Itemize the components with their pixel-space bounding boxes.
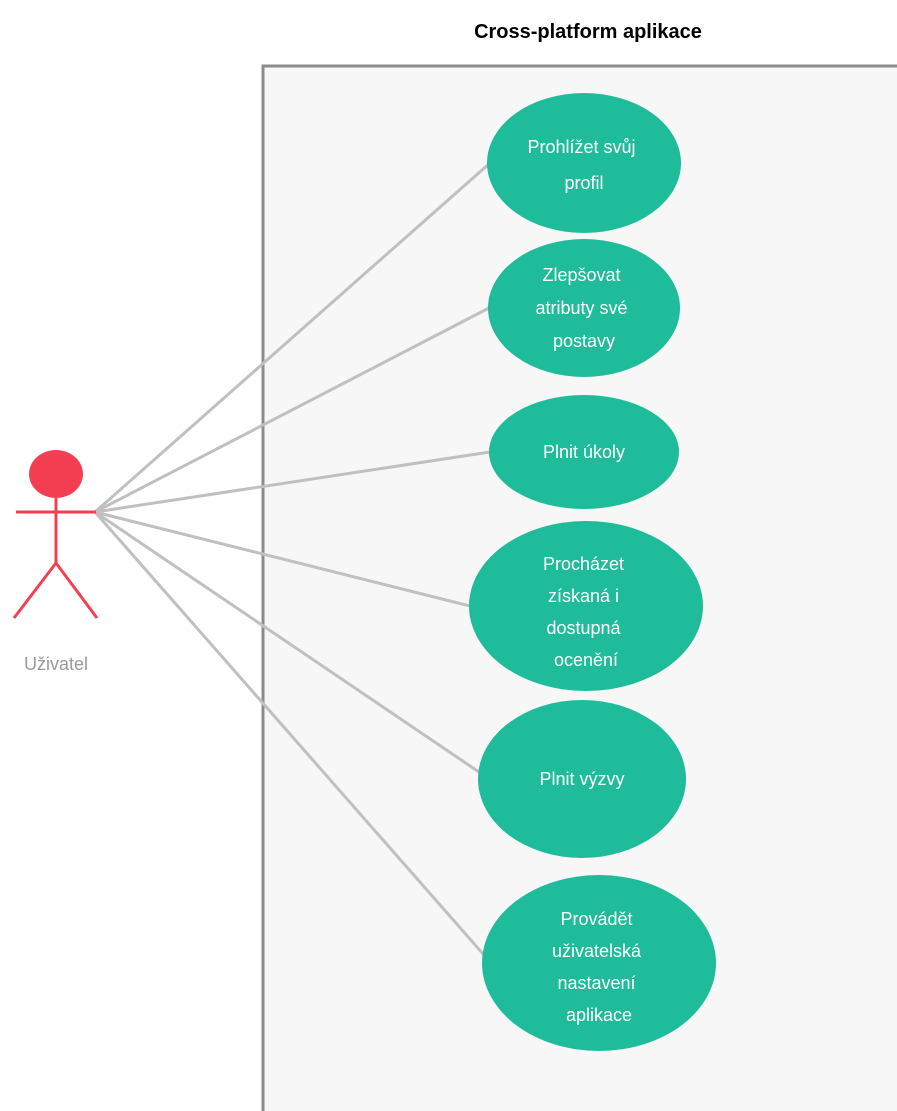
use-case-complete-tasks[interactable]: Plnit úkoly bbox=[489, 395, 679, 509]
use-case-label-line: Procházet bbox=[543, 554, 624, 574]
use-case-label-line: aplikace bbox=[566, 1005, 632, 1025]
stick-figure-actor-icon bbox=[12, 450, 99, 619]
actor-right-leg bbox=[54, 562, 99, 619]
system-title: Cross-platform aplikace bbox=[474, 21, 702, 43]
association-line bbox=[94, 450, 491, 514]
use-case-browse-awards[interactable]: Procházet získaná i dostupná ocenění bbox=[469, 521, 703, 691]
use-case-improve-attributes[interactable]: Zlepšovat atributy své postavy bbox=[488, 239, 680, 377]
use-case-label-line: uživatelská bbox=[552, 941, 642, 961]
use-case-label-line: Prohlížet svůj bbox=[527, 137, 635, 157]
use-case-label-line: nastavení bbox=[557, 973, 635, 993]
association-line bbox=[94, 161, 491, 514]
association-line bbox=[93, 511, 486, 956]
use-case-label: Prohlížet svůj profil bbox=[527, 137, 640, 193]
actor-left-leg bbox=[12, 562, 58, 619]
use-case-label: Plnit výzvy bbox=[539, 769, 624, 789]
use-case-label: Procházet získaná i dostupná ocenění bbox=[543, 554, 629, 670]
use-case-label-line: dostupná bbox=[546, 618, 621, 638]
use-case-complete-challenges[interactable]: Plnit výzvy bbox=[478, 700, 686, 858]
association-line bbox=[94, 510, 471, 608]
use-case-label-line: postavy bbox=[553, 331, 615, 351]
use-case-ellipse bbox=[478, 700, 686, 858]
actor-user[interactable]: Uživatel bbox=[12, 450, 99, 674]
use-case-label-line: profil bbox=[564, 173, 603, 193]
use-case-label: Plnit úkoly bbox=[543, 442, 625, 462]
use-case-ellipse bbox=[489, 395, 679, 509]
associations bbox=[93, 161, 491, 956]
use-case-user-settings[interactable]: Provádět uživatelská nastavení aplikace bbox=[482, 875, 716, 1051]
use-case-label-line: atributy své bbox=[535, 298, 627, 318]
use-case-label-line: Provádět bbox=[560, 909, 632, 929]
actor-head bbox=[29, 450, 83, 498]
use-case-label: Provádět uživatelská nastavení aplikace bbox=[552, 909, 646, 1025]
use-case-ellipse bbox=[487, 93, 681, 233]
use-case-label-line: Zlepšovat bbox=[542, 265, 620, 285]
association-line bbox=[94, 510, 480, 774]
use-case-label-line: získaná i bbox=[548, 586, 619, 606]
use-case-ellipse bbox=[482, 875, 716, 1051]
use-case-ellipse bbox=[469, 521, 703, 691]
use-case-ellipse bbox=[488, 239, 680, 377]
association-line bbox=[94, 306, 490, 514]
use-case-label-line: Plnit výzvy bbox=[539, 769, 624, 789]
use-case-view-profile[interactable]: Prohlížet svůj profil bbox=[487, 93, 681, 233]
use-case-label: Zlepšovat atributy své postavy bbox=[535, 265, 632, 351]
actor-label: Uživatel bbox=[24, 654, 88, 674]
use-case-label-line: Plnit úkoly bbox=[543, 442, 625, 462]
use-case-label-line: ocenění bbox=[554, 650, 618, 670]
